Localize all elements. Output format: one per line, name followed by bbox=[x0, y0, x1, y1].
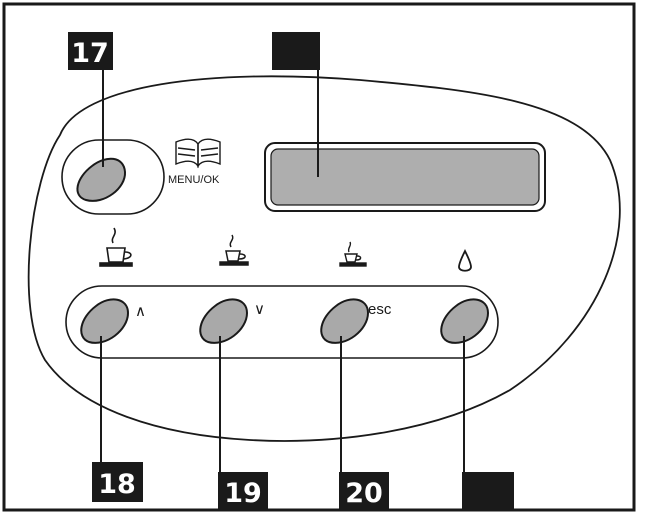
button-esc[interactable] bbox=[320, 298, 370, 344]
callout-box-water bbox=[462, 472, 514, 510]
outer-frame bbox=[2, 2, 636, 512]
menu-ok-button[interactable] bbox=[76, 157, 127, 202]
menu-button-ring bbox=[61, 139, 165, 215]
callout-label-20: 20 bbox=[345, 478, 383, 509]
callout-label-19: 19 bbox=[224, 478, 262, 509]
callout-box-18 bbox=[92, 462, 143, 502]
medium-cup-icon bbox=[219, 234, 249, 266]
panel-outline bbox=[27, 75, 621, 442]
button-down-symbol: ∨ bbox=[254, 301, 265, 318]
callout-box-19 bbox=[218, 472, 268, 510]
callout-label-18: 18 bbox=[98, 469, 136, 500]
book-icon bbox=[175, 138, 221, 169]
large-cup-icon bbox=[99, 227, 133, 267]
lcd-display bbox=[270, 148, 540, 206]
button-down[interactable] bbox=[199, 298, 249, 344]
leader-lines bbox=[100, 70, 465, 472]
callout-box-display bbox=[272, 32, 320, 70]
button-bar bbox=[65, 285, 499, 359]
callout-box-17 bbox=[68, 32, 113, 70]
button-water[interactable] bbox=[440, 298, 490, 344]
button-esc-symbol: esc bbox=[368, 301, 392, 318]
small-cup-icon bbox=[339, 241, 367, 267]
button-up-symbol: ∧ bbox=[135, 303, 146, 320]
water-drop-icon bbox=[458, 248, 472, 272]
button-up[interactable] bbox=[80, 298, 130, 344]
menu-ok-label: MENU/OK bbox=[168, 174, 220, 186]
callout-box-20 bbox=[339, 472, 389, 510]
callout-label-17: 17 bbox=[71, 38, 109, 69]
